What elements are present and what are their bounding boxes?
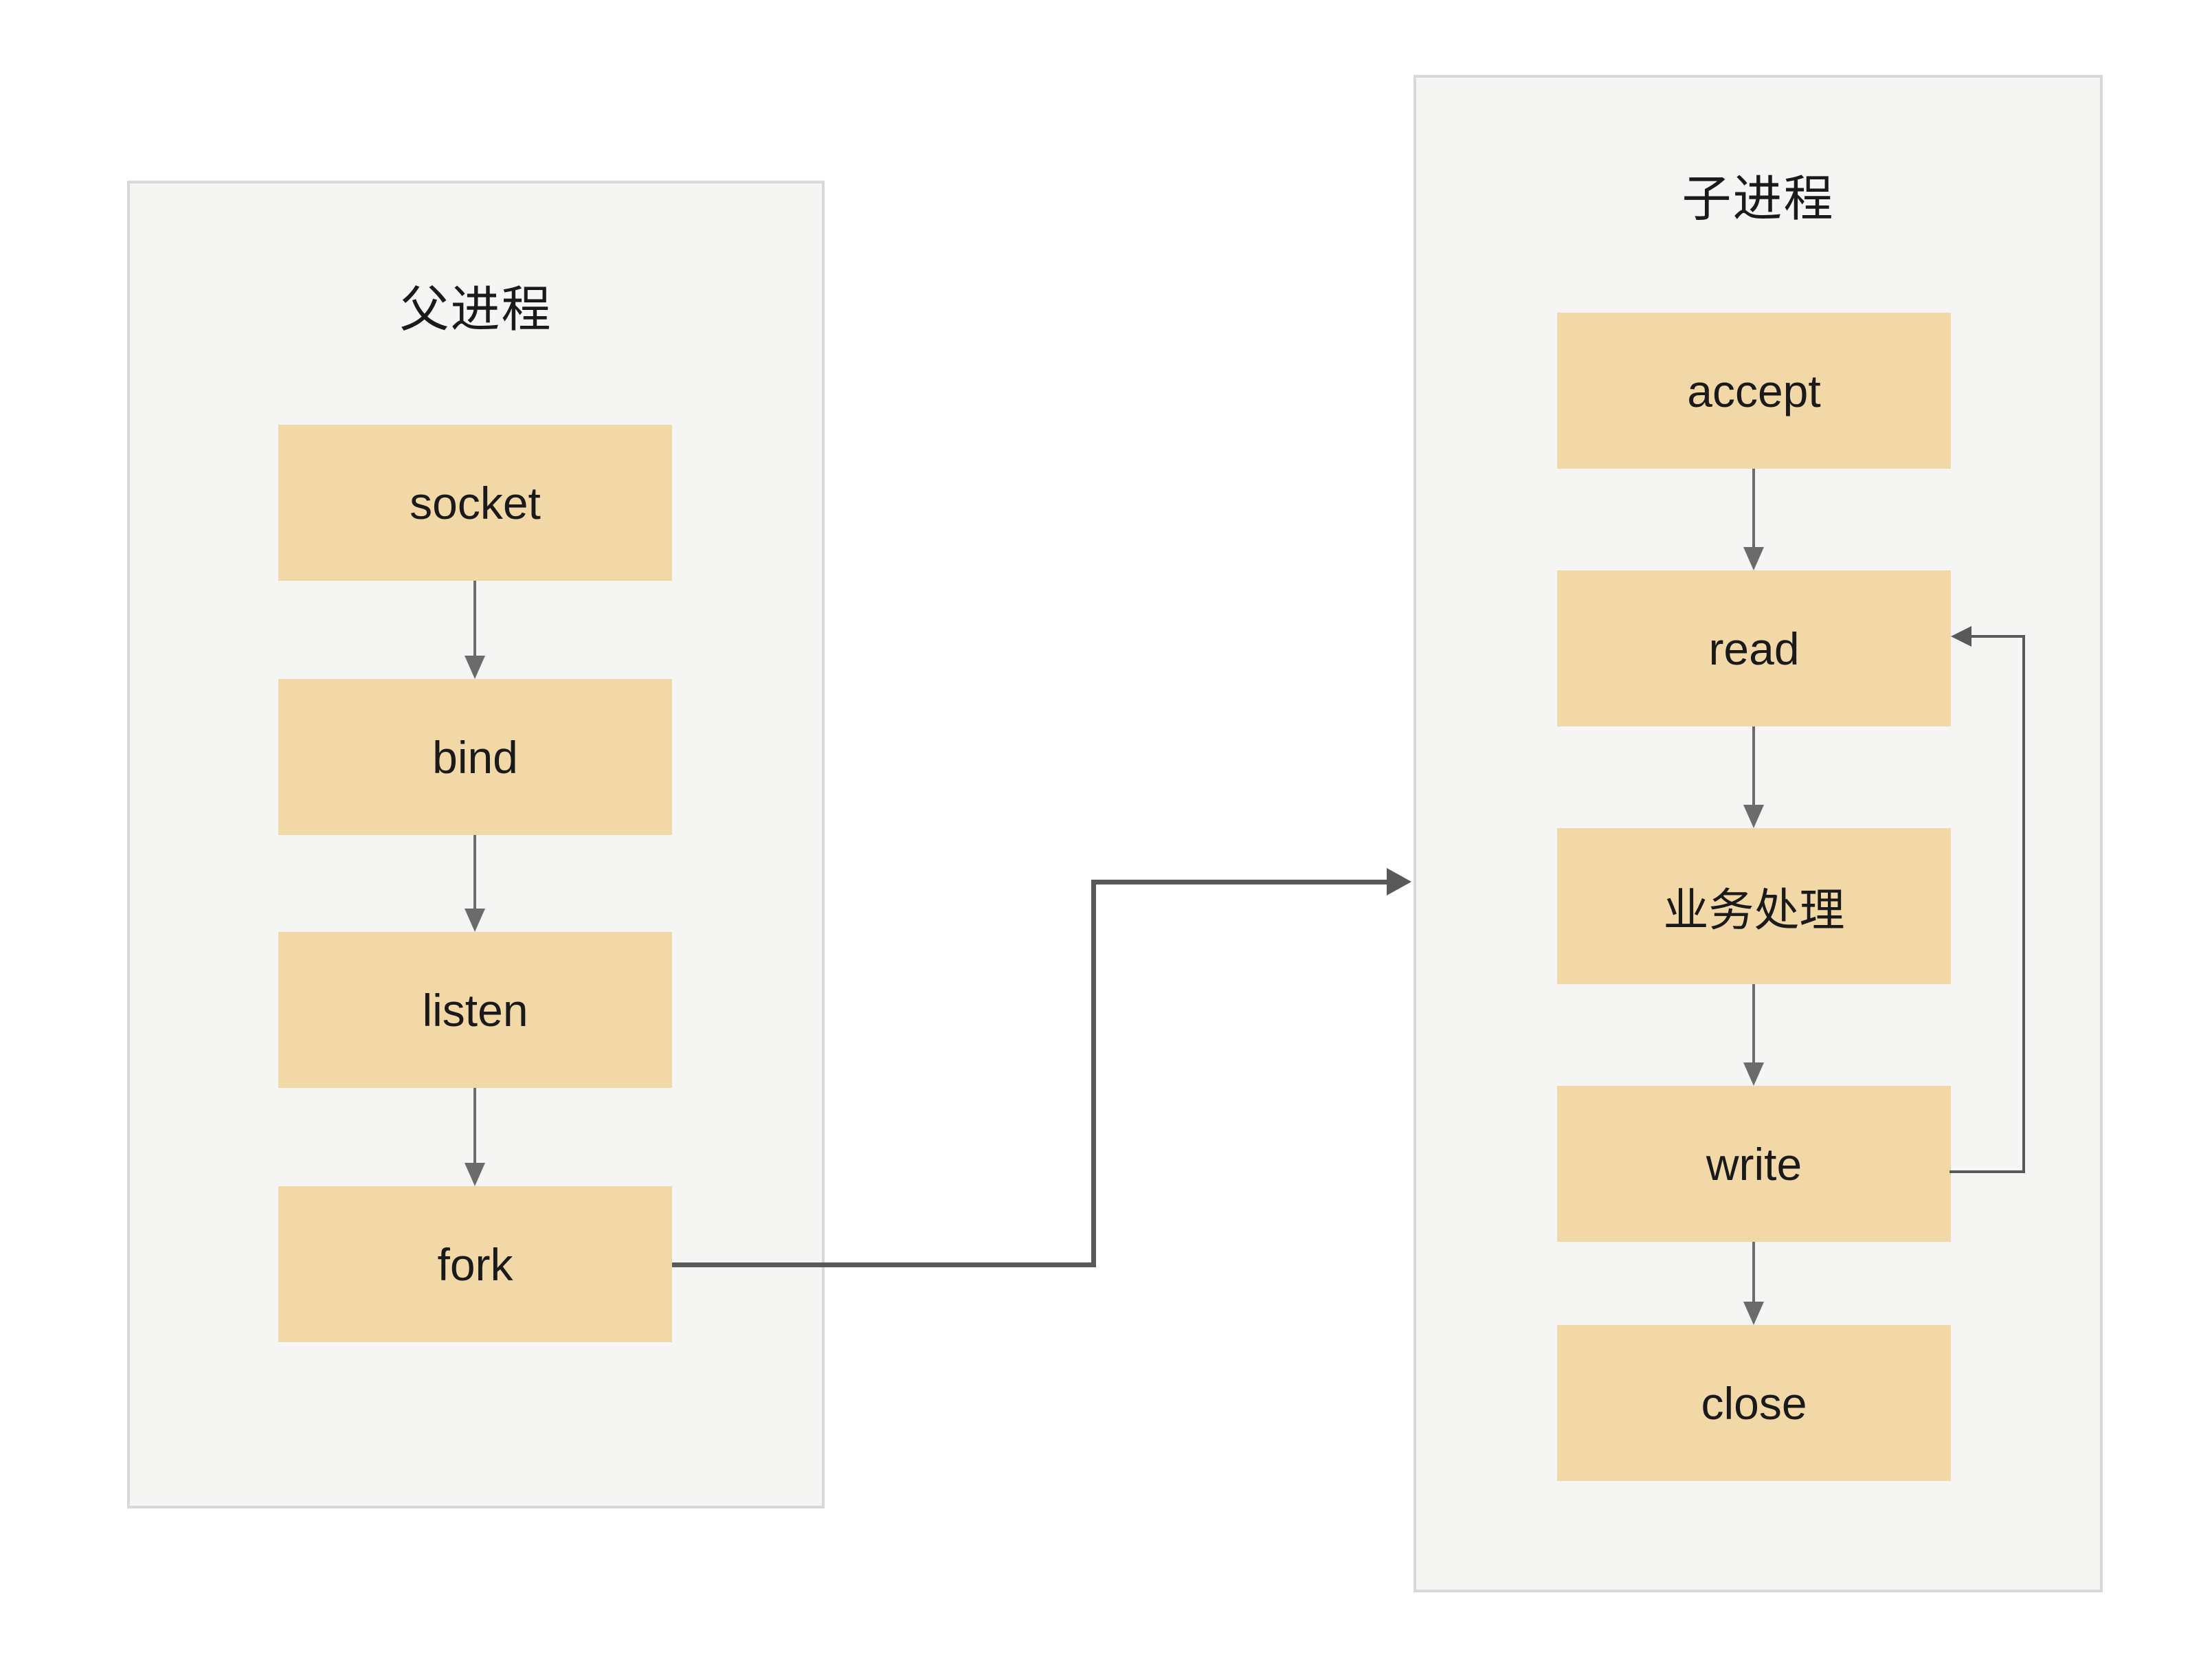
node-fork-label: fork <box>437 1238 513 1290</box>
edge-bind-listen-arrowhead-icon <box>465 909 485 932</box>
edge-fork-child-segment-2 <box>1091 880 1096 1267</box>
node-close-label: close <box>1701 1377 1807 1429</box>
edge-business-write-line <box>1752 984 1755 1062</box>
node-business-processing-label: 业务处理 <box>1663 884 1845 935</box>
edge-bind-listen-line <box>473 835 476 911</box>
edge-accept-read-arrowhead-icon <box>1743 547 1764 570</box>
edge-write-read-segment-vertical <box>2022 635 2025 1173</box>
edge-accept-read-line <box>1752 469 1755 547</box>
edge-write-close-arrowhead-icon <box>1743 1302 1764 1325</box>
edge-write-read-segment-bottom <box>1950 1170 2025 1173</box>
node-write: write <box>1557 1086 1951 1242</box>
edge-write-read-arrowhead-icon <box>1951 626 1971 647</box>
edge-listen-fork-arrowhead-icon <box>465 1163 485 1186</box>
node-socket-label: socket <box>410 477 541 528</box>
node-read-label: read <box>1708 623 1800 674</box>
node-socket: socket <box>278 425 672 581</box>
edge-business-write-arrowhead-icon <box>1743 1062 1764 1086</box>
node-fork: fork <box>278 1186 672 1342</box>
edge-fork-child-arrowhead-icon <box>1387 868 1411 895</box>
child-process-title: 子进程 <box>1682 172 1835 227</box>
parent-process-title: 父进程 <box>399 282 552 337</box>
node-accept: accept <box>1557 313 1951 469</box>
node-accept-label: accept <box>1687 365 1821 416</box>
edge-read-business-line <box>1752 726 1755 805</box>
edge-write-close-line <box>1752 1242 1755 1302</box>
node-listen: listen <box>278 932 672 1088</box>
edge-read-business-arrowhead-icon <box>1743 805 1764 828</box>
node-write-label: write <box>1706 1138 1802 1190</box>
node-close: close <box>1557 1325 1951 1481</box>
node-bind: bind <box>278 679 672 835</box>
edge-listen-fork-line <box>473 1088 476 1164</box>
edge-fork-child-segment-3 <box>1091 880 1388 884</box>
edge-socket-bind-arrowhead-icon <box>465 656 485 679</box>
node-bind-label: bind <box>432 731 518 783</box>
edge-fork-child-segment-1 <box>672 1262 1096 1267</box>
node-listen-label: listen <box>422 984 528 1036</box>
edge-write-read-segment-top <box>1971 635 2025 638</box>
node-business-processing: 业务处理 <box>1557 828 1951 984</box>
edge-socket-bind-line <box>473 581 476 657</box>
node-read: read <box>1557 570 1951 726</box>
